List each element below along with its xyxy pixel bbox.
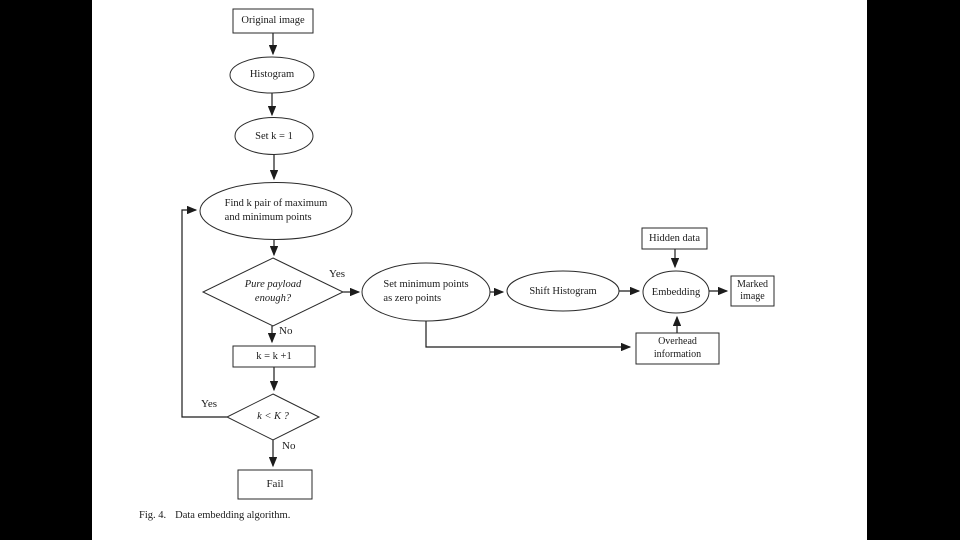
set-min-points-label: Set minimum points as zero points (383, 279, 469, 304)
histogram-label: Histogram (249, 69, 295, 81)
embedding-label: Embedding (651, 286, 701, 298)
flowchart-canvas (181, 8, 775, 500)
figure-caption-text: Data embedding algorithm. (175, 510, 291, 521)
fail-node (237, 469, 313, 500)
payload-no-label: No (279, 325, 293, 337)
payload-decision-label: Pure payload enough? (244, 279, 302, 304)
shift-histogram-label: Shift Histogram (529, 285, 597, 297)
k-condition-node (225, 393, 321, 441)
overhead-info-label: Overhead information (653, 336, 702, 360)
histogram-node (229, 56, 315, 94)
set-min-points-node (361, 262, 491, 322)
fail-label: Fail (266, 478, 284, 491)
overhead-info-node (635, 332, 720, 365)
set-k-label: Set k = 1 (255, 130, 293, 142)
payload-decision-node (201, 257, 345, 327)
marked-image-node (730, 275, 775, 307)
original-image-label: Original image (241, 15, 305, 27)
loop-yes-label: Yes (201, 398, 218, 410)
find-k-pair-label: Find k pair of maximum and minimum point… (224, 198, 328, 223)
hidden-data-node (641, 227, 708, 250)
payload-yes-label: Yes (329, 268, 346, 280)
k-no-label: No (282, 440, 296, 452)
marked-image-label: Marked image (736, 278, 769, 303)
shift-histogram-node (506, 270, 620, 312)
hidden-data-label: Hidden data (648, 232, 701, 244)
k-increment-label: k = k +1 (256, 350, 292, 362)
k-condition-label: k < K ? (257, 411, 289, 423)
edge-setmin-to-overhead (425, 320, 632, 352)
figure-caption-number: Fig. 4. (139, 510, 167, 521)
edge-kcond-yes-loop (181, 205, 227, 418)
figure-caption: Fig. 4. Data embedding algorithm. (139, 510, 290, 521)
set-k-node (234, 117, 314, 155)
original-image-node (232, 8, 314, 34)
embedding-node (642, 270, 710, 314)
k-increment-node (232, 345, 316, 368)
paper-page: Original image Histogram Set k = 1 Find … (92, 0, 867, 540)
find-k-pair-node (199, 182, 353, 240)
